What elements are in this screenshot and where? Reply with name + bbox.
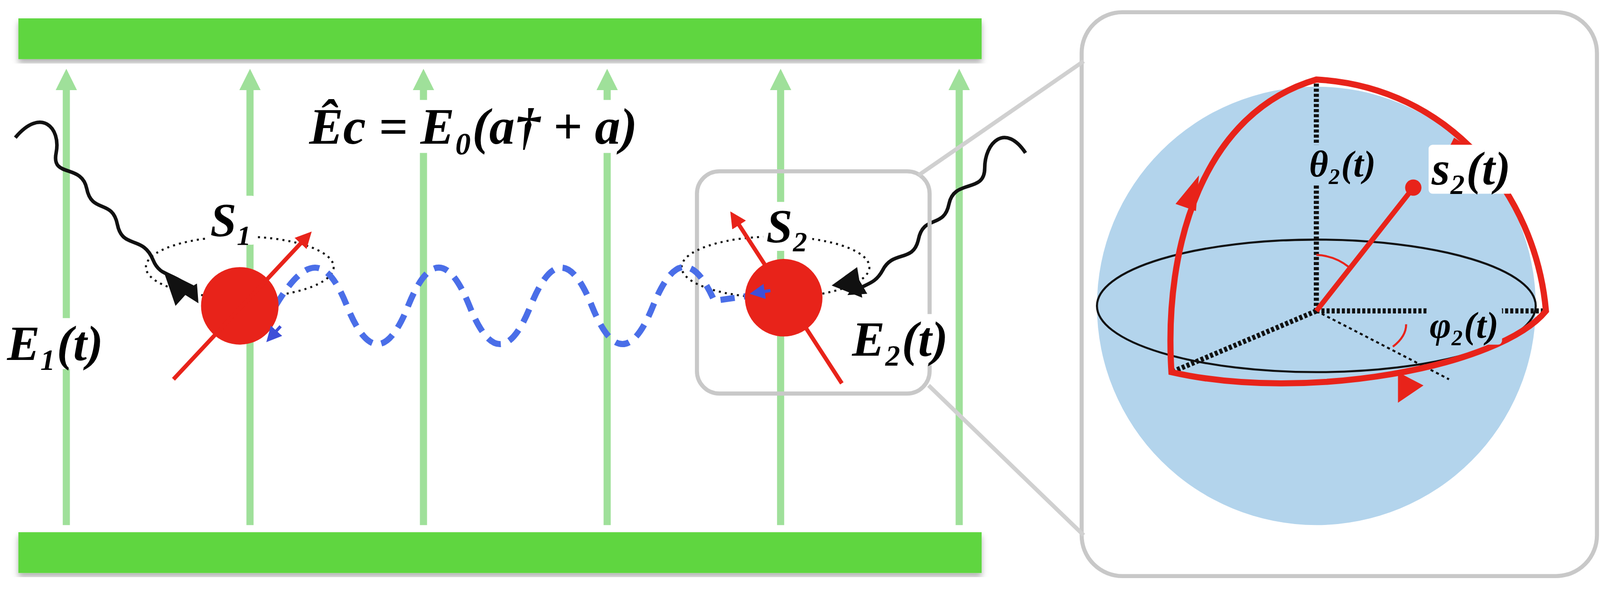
polar-angle-label: θ₂(t) <box>1306 144 1379 184</box>
drive-field-label: E₁(t) <box>4 318 107 370</box>
spin-label: S₂ <box>763 202 812 252</box>
spin-label: S₁ <box>206 196 256 245</box>
field-operator: Êc = E₀(a† + a) <box>306 100 641 154</box>
spin-vector-label: s₂(t) <box>1428 144 1514 194</box>
azimuth-angle-label: φ₂(t) <box>1426 306 1502 346</box>
drive-field-label: E₂(t) <box>849 314 952 365</box>
